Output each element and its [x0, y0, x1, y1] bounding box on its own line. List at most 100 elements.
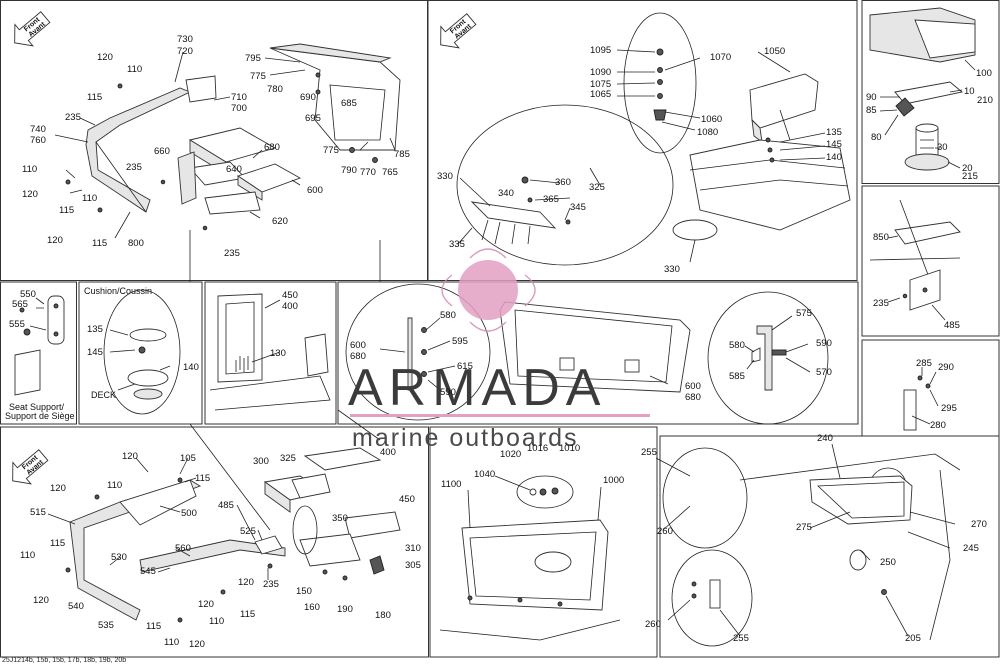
panel-2-parts	[456, 12, 851, 266]
callout-p6-145: 145	[87, 347, 103, 358]
panel-5-parts	[14, 295, 65, 396]
callout-p2-330: 330	[664, 264, 680, 275]
callout-p3-10: 10	[964, 86, 975, 97]
deck-caption: DECK	[91, 390, 116, 400]
callout-p2-140: 140	[826, 152, 842, 163]
callout-p2-340: 340	[498, 188, 514, 199]
callout-p3-85: 85	[866, 105, 877, 116]
callout-p5-550: 550	[20, 289, 36, 300]
callout-p10-110: 110	[20, 550, 35, 561]
callout-p1-685: 685	[341, 98, 357, 109]
callout-p10-515: 515	[30, 507, 46, 518]
callout-p10-115: 115	[240, 609, 255, 620]
callout-p1-110: 110	[127, 64, 142, 75]
callout-p10-115: 115	[146, 621, 161, 632]
propeller-logo	[441, 248, 536, 332]
callout-p1-690: 690	[300, 92, 316, 103]
callout-p2-1080: 1080	[697, 127, 718, 138]
callout-p10-560: 560	[175, 543, 191, 554]
callout-p8-575: 575	[796, 308, 812, 319]
callout-p10-115: 115	[195, 473, 210, 484]
callout-p5-565: 565	[12, 299, 28, 310]
callout-p12-1000: 1000	[603, 475, 624, 486]
callout-p13-255: 255	[733, 633, 749, 644]
callout-p8-580: 580	[440, 310, 456, 321]
propeller-hub	[458, 260, 518, 320]
callout-p1-110: 110	[82, 193, 97, 204]
callout-p11-400: 400	[380, 447, 396, 458]
cross-panel-guides	[189, 230, 381, 531]
callout-p10-545: 545	[140, 566, 156, 577]
callout-p13-240: 240	[817, 433, 833, 444]
callout-p10-535: 535	[98, 620, 114, 631]
callout-p13-260: 260	[645, 619, 661, 630]
panel-13-leaders	[655, 443, 956, 637]
callout-p10-105: 105	[180, 453, 196, 464]
callout-p2-1070: 1070	[710, 52, 731, 63]
callout-p1-620: 620	[272, 216, 288, 227]
callout-p1-235: 235	[65, 112, 81, 123]
panel-4-parts	[869, 199, 961, 311]
callout-p3-30: 30	[937, 142, 948, 153]
callout-p6-135: 135	[87, 324, 103, 335]
panel-12-leaders	[467, 475, 602, 529]
callout-p2-145: 145	[826, 139, 842, 150]
callout-p10-120: 120	[189, 639, 205, 650]
callout-p3-100: 100	[976, 68, 992, 79]
panel-6-parts	[103, 289, 181, 415]
panel-10-parts	[65, 477, 286, 623]
callout-p1-800: 800	[128, 238, 144, 249]
panel-11-parts	[263, 447, 401, 581]
callout-p8-595: 595	[452, 336, 468, 347]
callout-p2-335: 335	[449, 239, 465, 250]
panel-1-parts	[65, 43, 401, 231]
panel-1-leaders	[54, 51, 396, 239]
callout-p8-680: 680	[685, 392, 701, 403]
callout-p9-280: 280	[930, 420, 946, 431]
callout-p1-720: 720	[177, 46, 193, 57]
callout-p9-295: 295	[941, 403, 957, 414]
callout-p1-115: 115	[87, 92, 102, 103]
front-badge-panel-1: Front Avant	[14, 11, 51, 47]
callout-p2-360: 360	[555, 177, 571, 188]
callout-p1-785: 785	[394, 149, 410, 160]
callout-p8-580: 580	[729, 340, 745, 351]
watermark-tagline: marine outboards	[352, 424, 579, 452]
seat-support-caption-2: Support de Siège	[5, 411, 75, 421]
callout-p1-795: 795	[245, 53, 261, 64]
panel-8-leaders	[379, 315, 811, 391]
callout-p11-325: 325	[280, 453, 296, 464]
callout-p13-260: 260	[657, 526, 673, 537]
callout-p10-500: 500	[181, 508, 197, 519]
front-badge-panel-2: Front Avant	[440, 13, 477, 49]
callout-p9-290: 290	[938, 362, 954, 373]
callout-p13-270: 270	[971, 519, 987, 530]
callout-p1-740: 740	[30, 124, 46, 135]
callout-p9-285: 285	[916, 358, 932, 369]
callout-p1-110: 110	[22, 164, 37, 175]
callout-p10-110: 110	[164, 637, 179, 648]
callout-p12-1020: 1020	[500, 449, 521, 460]
callout-p4-485: 485	[944, 320, 960, 331]
callout-p11-160: 160	[304, 602, 320, 613]
callout-p10-530: 530	[111, 552, 127, 563]
callout-p11-310: 310	[405, 543, 421, 554]
seat-support-caption-1: Seat Support/	[9, 402, 65, 412]
panel-2-leaders	[457, 49, 826, 263]
panel-3-parts	[869, 7, 976, 171]
callout-p7-450: 450	[282, 290, 298, 301]
callout-p8-680: 680	[350, 351, 366, 362]
callout-p1-775: 775	[250, 71, 266, 82]
callout-p7-130: 130	[270, 348, 286, 359]
callout-p10-120: 120	[198, 599, 214, 610]
callout-p11-300: 300	[253, 456, 269, 467]
panel-9-parts	[903, 367, 939, 431]
callout-p1-700: 700	[231, 103, 247, 114]
callout-p13-275: 275	[796, 522, 812, 533]
callout-p1-765: 765	[382, 167, 398, 178]
callout-p8-600: 600	[685, 381, 701, 392]
callout-p12-1100: 1100	[441, 479, 461, 490]
callout-p2-135: 135	[826, 127, 842, 138]
panel-13-parts	[662, 447, 961, 647]
